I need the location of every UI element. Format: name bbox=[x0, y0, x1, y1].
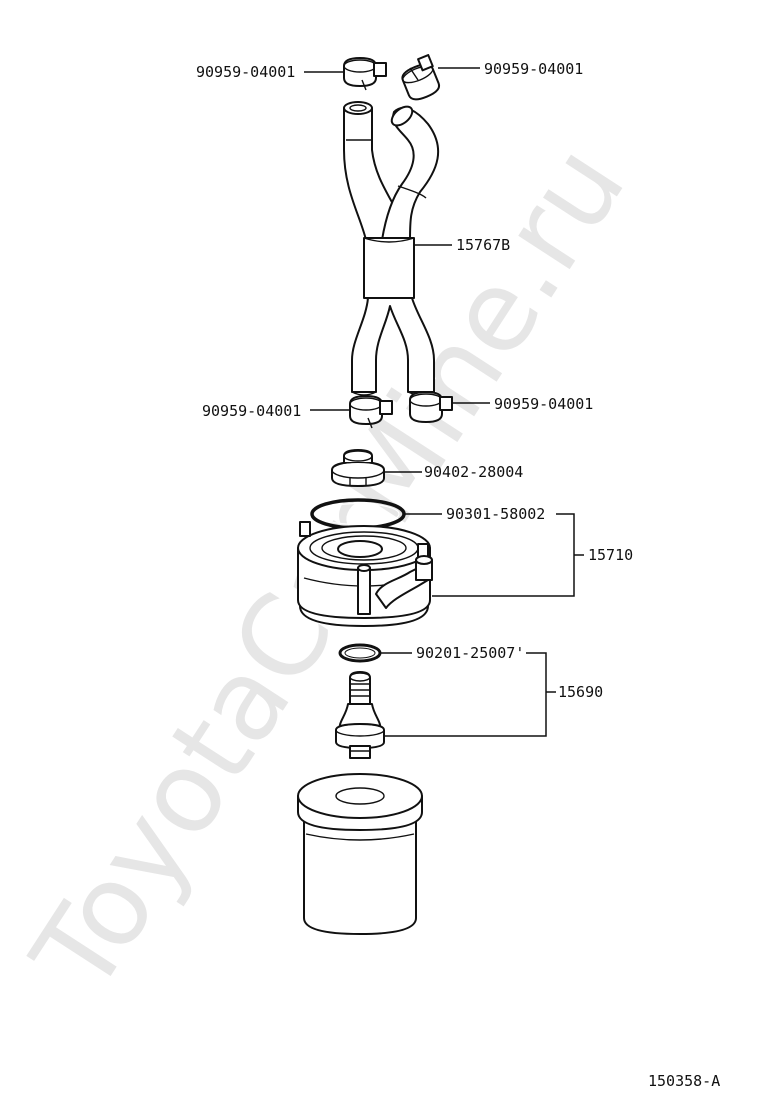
label-union-bolt: 15690 bbox=[558, 683, 603, 701]
label-clamp-bottom-left: 90959-04001 bbox=[202, 402, 301, 420]
oil-cooler[interactable] bbox=[297, 521, 433, 627]
clamp-top-right[interactable] bbox=[398, 54, 443, 103]
label-clamp-bottom-right: 90959-04001 bbox=[494, 395, 593, 413]
oil-filter[interactable] bbox=[297, 773, 423, 935]
clamp-top-left[interactable] bbox=[343, 57, 387, 91]
label-hose: 15767B bbox=[456, 236, 510, 254]
figure-id: 150358-A bbox=[648, 1072, 720, 1090]
clamp-bottom-left[interactable] bbox=[349, 395, 393, 429]
label-clamp-top-right: 90959-04001 bbox=[484, 60, 583, 78]
label-clamp-top-left: 90959-04001 bbox=[196, 63, 295, 81]
plug[interactable] bbox=[331, 449, 385, 487]
label-o-ring: 90301-58002 bbox=[446, 505, 545, 523]
label-oil-cooler: 15710 bbox=[588, 546, 633, 564]
union-bolt[interactable] bbox=[335, 671, 385, 759]
label-plug: 90402-28004 bbox=[424, 463, 523, 481]
y-hose[interactable] bbox=[343, 101, 440, 396]
leader-lines bbox=[304, 67, 584, 737]
label-gasket: 90201-25007' bbox=[416, 644, 524, 662]
